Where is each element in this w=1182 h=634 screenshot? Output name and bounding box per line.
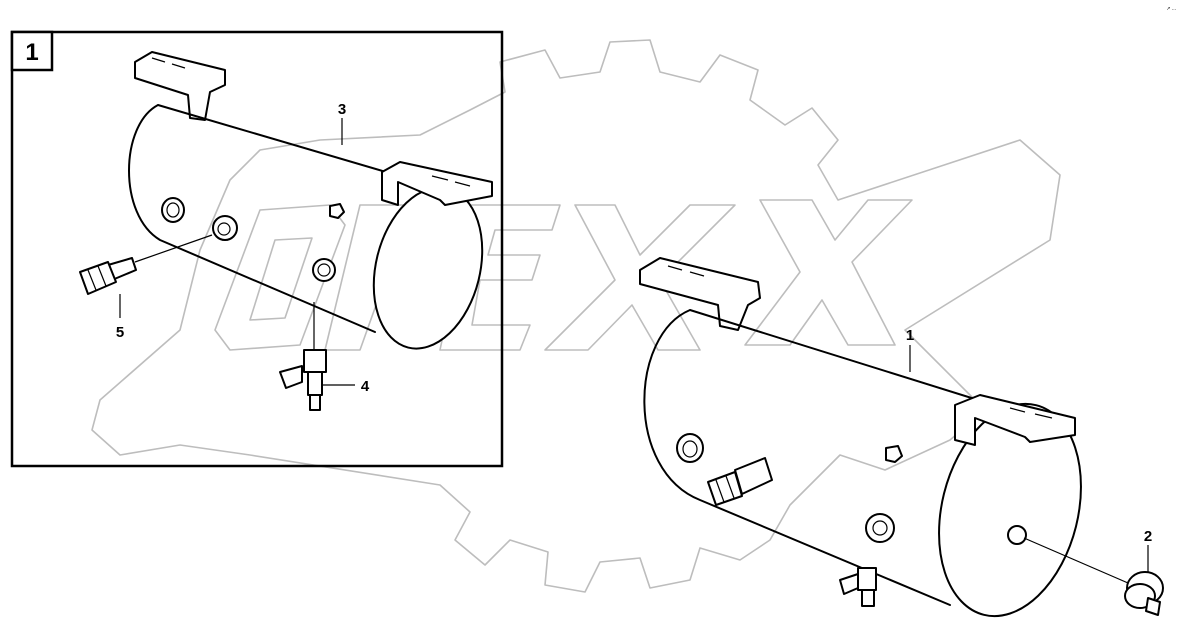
tank-detail bbox=[128, 51, 493, 350]
tank-detail-bracket-right-slots bbox=[431, 175, 471, 187]
cap-part-2-tab bbox=[1145, 597, 1161, 616]
callout-3: 3 bbox=[338, 101, 346, 118]
watermark-letter-x2 bbox=[744, 199, 913, 346]
tank-main bbox=[639, 257, 1082, 618]
tank-main-fitting-nut bbox=[707, 471, 743, 506]
tank-detail-port-c bbox=[312, 258, 336, 282]
tank-main-drain-valve bbox=[857, 567, 877, 591]
drain-valve-part-4-body bbox=[303, 349, 327, 373]
tank-detail-port-b bbox=[212, 215, 238, 241]
tank-main-bracket-left bbox=[639, 257, 761, 331]
callout-5: 5 bbox=[116, 324, 124, 341]
tank-detail-plug bbox=[329, 203, 345, 219]
tank-main-body bbox=[643, 309, 1011, 606]
tank-main-plug bbox=[885, 445, 903, 463]
detail-box-frame bbox=[10, 30, 504, 468]
tank-main-bracket-right-slots bbox=[1009, 407, 1053, 419]
watermark-letter-x bbox=[544, 204, 736, 351]
drain-valve-part-4-handle bbox=[279, 365, 303, 389]
tank-main-bracket-right bbox=[954, 394, 1076, 446]
drain-valve-part-4-outlet bbox=[307, 371, 323, 396]
tank-main-side-port bbox=[1007, 525, 1027, 545]
drain-valve-part-4 bbox=[279, 302, 327, 411]
detail-box-number: 1 bbox=[25, 39, 38, 66]
cap-part-2-guide-line bbox=[1023, 537, 1129, 584]
detail-box: 1 bbox=[10, 30, 504, 468]
tank-detail-port-a bbox=[161, 197, 185, 223]
tank-detail-end-cap bbox=[372, 186, 484, 350]
cap-part-2 bbox=[1023, 537, 1164, 616]
tank-main-port-b bbox=[865, 513, 895, 543]
fitting-part-5-nut bbox=[79, 261, 117, 295]
callout-4: 4 bbox=[361, 378, 370, 395]
tank-detail-bracket-right bbox=[381, 161, 493, 206]
tank-detail-body bbox=[128, 104, 421, 333]
watermark-gear-outline bbox=[91, 39, 1061, 593]
tank-main-bracket-left-slots bbox=[667, 265, 705, 277]
fitting-part-5-guide-line bbox=[134, 234, 213, 263]
tank-main-port-a bbox=[676, 433, 704, 463]
watermark bbox=[91, 39, 1061, 593]
callout-2: 2 bbox=[1144, 528, 1152, 545]
corner-mark: ↗ ... bbox=[1166, 6, 1176, 12]
detail-box-number-frame bbox=[10, 30, 54, 72]
watermark-letter-e bbox=[439, 204, 561, 351]
fitting-part-5 bbox=[79, 234, 213, 295]
callout-1: 1 bbox=[906, 327, 914, 344]
tank-detail-bracket-left bbox=[134, 51, 226, 121]
tank-detail-bracket-left-slots bbox=[151, 57, 186, 69]
tank-main-end-cap bbox=[938, 402, 1082, 618]
callouts: 3 5 4 1 2 bbox=[116, 101, 1152, 572]
